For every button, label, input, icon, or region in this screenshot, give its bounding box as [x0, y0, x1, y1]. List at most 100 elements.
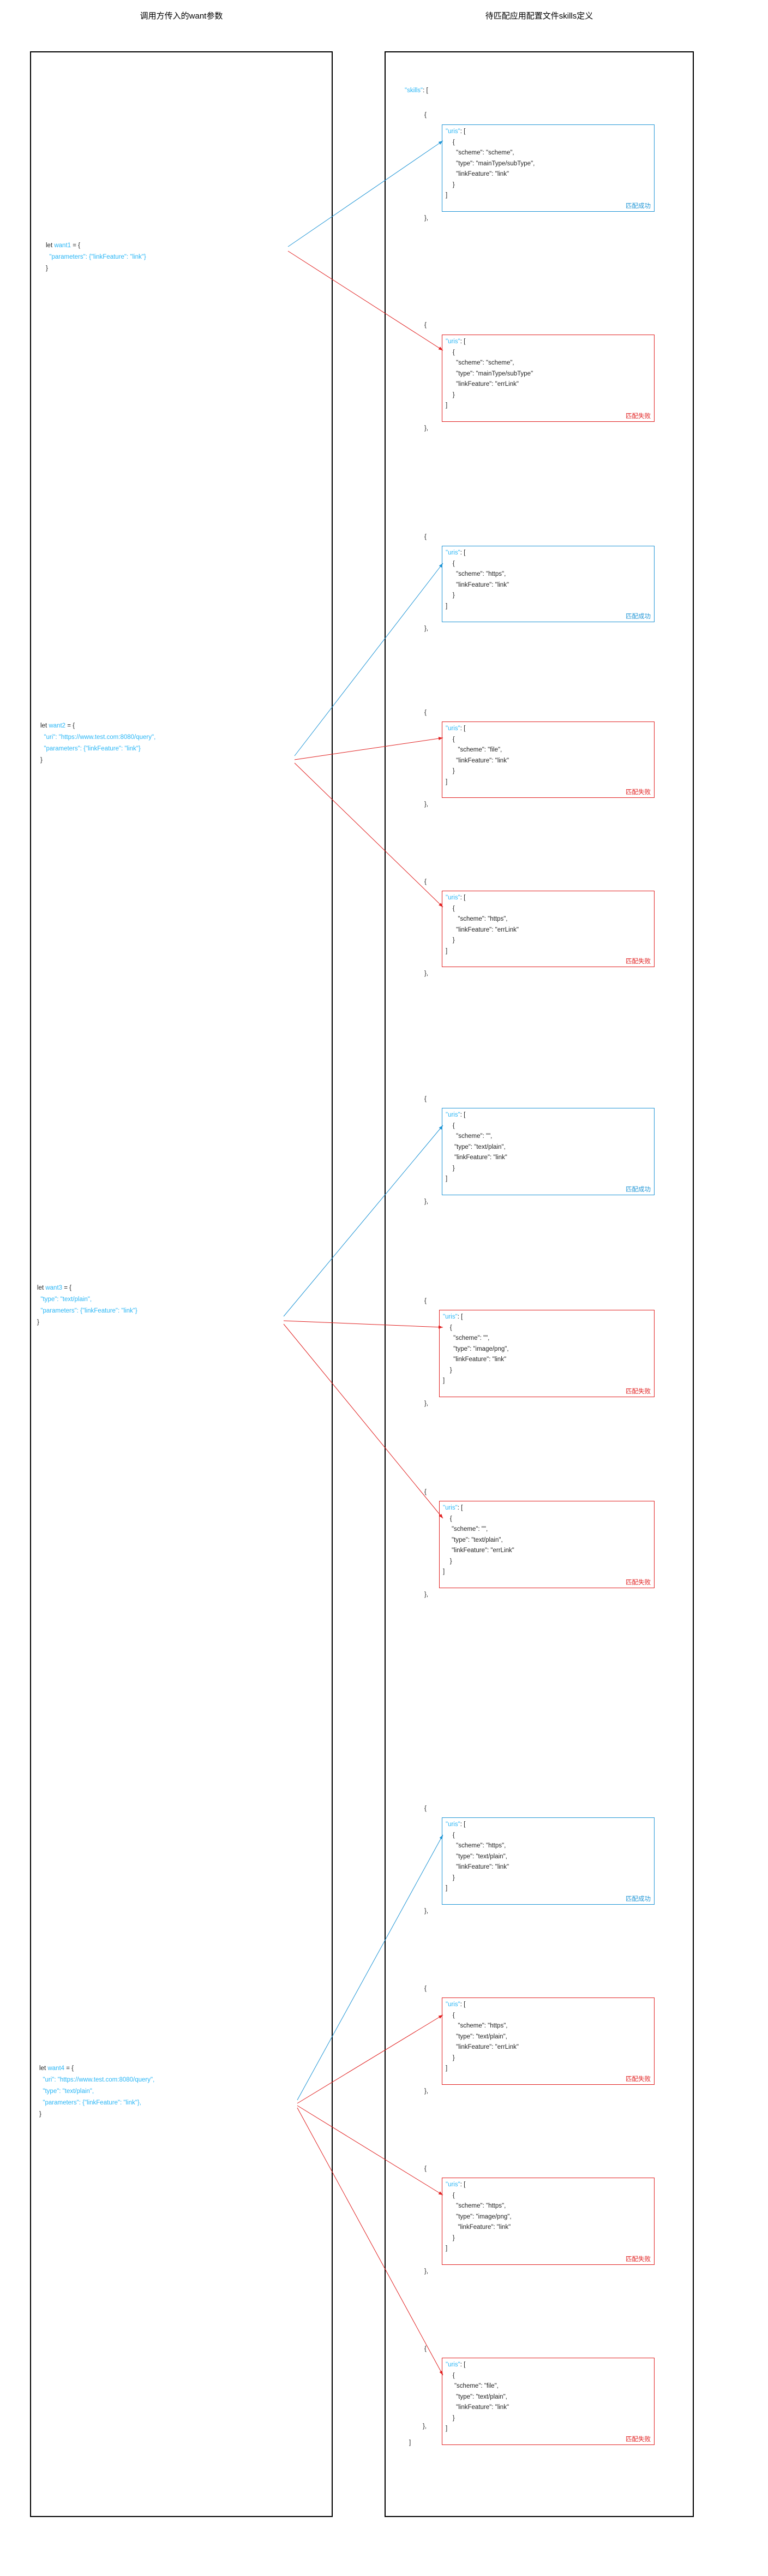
right-panel-title: 待匹配应用配置文件skills定义: [485, 11, 593, 21]
uris-block-7-failure: "uris": [ { "scheme": "", "type": "image…: [439, 1310, 655, 1397]
uris-key: "uris": [446, 725, 460, 732]
uri-entry-body: { "scheme": "file", "type": "text/plain"…: [452, 2372, 509, 2422]
uris-block-code-10: "uris": [ { "scheme": "https", "type": "…: [446, 2001, 519, 2072]
uris-block-code-1: "uris": [ { "scheme": "scheme", "type": …: [446, 128, 535, 199]
skill-entry-close-brace-9: },: [424, 1908, 429, 1915]
want-name: want3: [45, 1285, 63, 1291]
skill-entry-open-brace-5: {: [424, 879, 427, 885]
match-verdict-2: 匹配失败: [626, 413, 651, 420]
want-property-value: : {"linkFeature": "link"}: [85, 254, 146, 260]
uri-entry-body: { "scheme": "file", "linkFeature": "link…: [452, 736, 509, 775]
want-closing-brace: }: [39, 2111, 41, 2118]
skill-entry-open-brace-10: {: [424, 1985, 427, 1992]
uris-block-5-failure: "uris": [ { "scheme": "https", "linkFeat…: [442, 891, 655, 967]
want-declaration-want3: let want3 = { "type": "text/plain", "par…: [37, 1285, 137, 1326]
uris-key: "uris": [443, 1314, 458, 1320]
uri-entry-body: { "scheme": "", "type": "text/plain", "l…: [452, 1122, 507, 1172]
uris-key: "uris": [446, 2181, 460, 2188]
match-verdict-1: 匹配成功: [626, 203, 651, 210]
uris-block-code-12: "uris": [ { "scheme": "file", "type": "t…: [446, 2362, 509, 2432]
want-property-key: "type": [43, 2088, 59, 2095]
want-property-key: "parameters": [44, 746, 80, 752]
want-name: want1: [54, 242, 71, 249]
uris-close-bracket: ]: [446, 1885, 448, 1892]
uris-block-1-success: "uris": [ { "scheme": "scheme", "type": …: [442, 124, 655, 212]
uris-block-2-failure: "uris": [ { "scheme": "scheme", "type": …: [442, 335, 655, 422]
uris-close-bracket: ]: [446, 2065, 448, 2072]
skill-entry-close-brace-7: },: [424, 1400, 429, 1407]
uris-block-code-3: "uris": [ { "scheme": "https", "linkFeat…: [446, 550, 509, 610]
uris-close-bracket: ]: [446, 778, 448, 785]
uris-block-12-failure: "uris": [ { "scheme": "file", "type": "t…: [442, 2358, 655, 2445]
uris-key: "uris": [446, 1821, 460, 1828]
skill-entry-open-brace-2: {: [424, 322, 427, 329]
uris-block-code-6: "uris": [ { "scheme": "", "type": "text/…: [446, 1112, 507, 1182]
skill-entry-open-brace-7: {: [424, 1298, 427, 1304]
match-verdict-10: 匹配失败: [626, 2076, 651, 2083]
uris-block-10-failure: "uris": [ { "scheme": "https", "type": "…: [442, 1997, 655, 2085]
want-property-value: : "https://www.test.com:8080/query",: [54, 2077, 155, 2083]
uris-close-bracket: ]: [443, 1378, 445, 1384]
want-property-key: "parameters": [40, 1308, 77, 1314]
uris-key: "uris": [446, 550, 460, 556]
want-closing-brace: }: [37, 1319, 39, 1326]
uri-entry-body: { "scheme": "https", "linkFeature": "lin…: [452, 560, 509, 599]
uris-block-code-7: "uris": [ { "scheme": "", "type": "image…: [443, 1314, 509, 1384]
want-property-key: "uri": [44, 734, 56, 741]
uris-key: "uris": [446, 895, 460, 901]
match-verdict-3: 匹配成功: [626, 613, 651, 620]
want-property-value: : "text/plain",: [57, 1296, 92, 1303]
want-property-key: "uri": [43, 2077, 55, 2083]
want-closing-brace: }: [46, 265, 48, 272]
uris-key: "uris": [446, 338, 460, 345]
skill-entry-open-brace-12: {: [424, 2346, 427, 2352]
skill-entry-close-brace-6: },: [424, 1198, 429, 1205]
uris-key: "uris": [443, 1505, 458, 1511]
skill-entry-open-brace-1: {: [424, 112, 427, 118]
want-property-key: "parameters": [49, 254, 86, 260]
skill-entry-close-brace-3: },: [424, 625, 429, 632]
uris-close-bracket: ]: [443, 1569, 445, 1575]
want-declaration-want4: let want4 = { "uri": "https://www.test.c…: [39, 2065, 155, 2118]
want-name: want4: [47, 2065, 65, 2072]
want-property-key: "parameters": [43, 2100, 79, 2106]
match-verdict-8: 匹配失败: [626, 1579, 651, 1586]
uris-block-code-9: "uris": [ { "scheme": "https", "type": "…: [446, 1821, 509, 1892]
uri-entry-body: { "scheme": "", "type": "text/plain", "l…: [449, 1515, 514, 1565]
left-panel-title: 调用方传入的want参数: [140, 11, 223, 21]
want-name: want2: [49, 723, 66, 729]
skill-entry-open-brace-3: {: [424, 534, 427, 540]
skill-entry-close-brace-11: },: [424, 2268, 429, 2275]
uris-block-9-success: "uris": [ { "scheme": "https", "type": "…: [442, 1817, 655, 1905]
uri-entry-body: { "scheme": "https", "type": "text/plain…: [452, 1832, 509, 1881]
match-verdict-11: 匹配失败: [626, 2256, 651, 2263]
uris-close-bracket: ]: [446, 192, 448, 199]
uris-block-code-4: "uris": [ { "scheme": "file", "linkFeatu…: [446, 725, 509, 785]
uris-key: "uris": [446, 2362, 460, 2368]
want-property-value: : {"linkFeature": "link"},: [79, 2100, 141, 2106]
uris-block-6-success: "uris": [ { "scheme": "", "type": "text/…: [442, 1108, 655, 1195]
want-closing-brace: }: [40, 757, 43, 764]
match-verdict-6: 匹配成功: [626, 1186, 651, 1193]
want-property-value: : {"linkFeature": "link"}: [76, 1308, 137, 1314]
uri-entry-body: { "scheme": "https", "linkFeature": "err…: [452, 905, 519, 944]
uris-key: "uris": [446, 2001, 460, 2008]
uris-close-bracket: ]: [446, 603, 448, 610]
uris-block-8-failure: "uris": [ { "scheme": "", "type": "text/…: [439, 1501, 655, 1588]
skill-entry-close-brace-5: },: [424, 970, 429, 977]
uris-block-code-5: "uris": [ { "scheme": "https", "linkFeat…: [446, 895, 519, 955]
uris-block-3-success: "uris": [ { "scheme": "https", "linkFeat…: [442, 546, 655, 622]
want-property-value: : "text/plain",: [59, 2088, 94, 2095]
uris-block-11-failure: "uris": [ { "scheme": "https", "type": "…: [442, 2178, 655, 2265]
uri-entry-body: { "scheme": "scheme", "type": "mainType/…: [452, 349, 533, 398]
skills-closing-brace: },: [423, 2423, 427, 2430]
uris-block-code-2: "uris": [ { "scheme": "scheme", "type": …: [446, 338, 533, 409]
want-declaration-want2: let want2 = { "uri": "https://www.test.c…: [40, 723, 156, 764]
uris-block-4-failure: "uris": [ { "scheme": "file", "linkFeatu…: [442, 721, 655, 798]
want-property-value: : "https://www.test.com:8080/query",: [55, 734, 156, 741]
match-verdict-9: 匹配成功: [626, 1896, 651, 1903]
want-declaration-want1: let want1 = { "parameters": {"linkFeatur…: [46, 242, 146, 272]
skill-entry-close-brace-2: },: [424, 425, 429, 432]
skill-entry-close-brace-8: },: [424, 1591, 429, 1598]
uris-key: "uris": [446, 1112, 460, 1118]
